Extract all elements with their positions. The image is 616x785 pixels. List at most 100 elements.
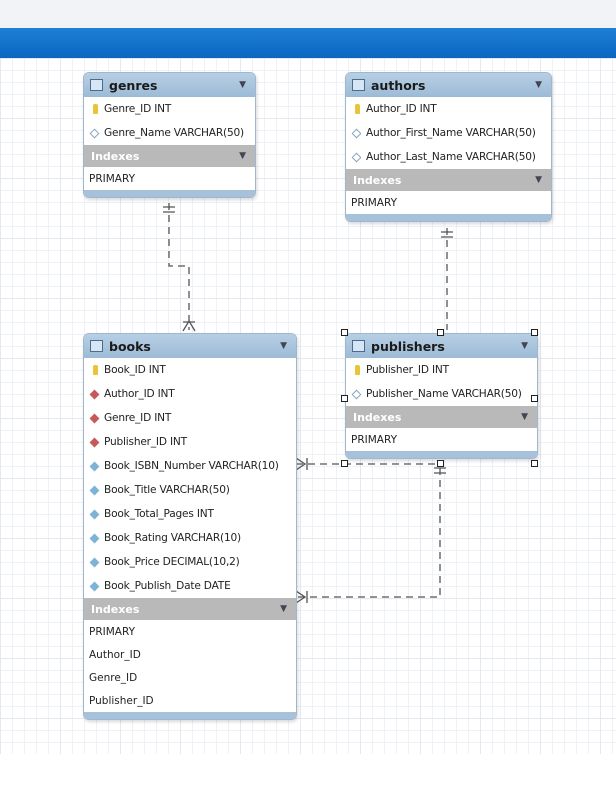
collapse-arrow-icon[interactable]: ▼ — [535, 80, 542, 90]
column-label: Publisher_ID INT — [104, 436, 187, 448]
collapse-arrow-icon[interactable]: ▼ — [521, 341, 528, 351]
resize-handle-middle-right[interactable] — [531, 395, 538, 402]
column-row[interactable]: Author_ID INT — [346, 97, 551, 121]
toolbar-bar — [0, 28, 616, 58]
table-icon — [90, 79, 103, 91]
column-label: Author_First_Name VARCHAR(50) — [366, 127, 536, 139]
column-icon — [351, 389, 362, 399]
column-row[interactable]: Genre_ID INT — [84, 406, 296, 430]
resize-handle-top-left[interactable] — [341, 329, 348, 336]
column-row[interactable]: Publisher_Name VARCHAR(50) — [346, 382, 537, 406]
table-icon — [352, 79, 365, 91]
table-footer — [84, 712, 296, 719]
indexes-header[interactable]: Indexes ▼ — [346, 169, 551, 191]
collapse-arrow-icon[interactable]: ▼ — [521, 412, 528, 422]
column-row[interactable]: Book_Rating VARCHAR(10) — [84, 526, 296, 550]
column-label: Genre_Name VARCHAR(50) — [104, 127, 244, 139]
column-icon — [89, 581, 100, 591]
column-row[interactable]: Genre_ID INT — [84, 97, 255, 121]
indexes-label: Indexes — [353, 173, 402, 187]
column-row[interactable]: Author_Last_Name VARCHAR(50) — [346, 145, 551, 169]
column-label: Book_ISBN_Number VARCHAR(10) — [104, 460, 279, 472]
column-label: Author_Last_Name VARCHAR(50) — [366, 151, 536, 163]
resize-handle-bottom-left[interactable] — [341, 460, 348, 467]
index-row[interactable]: Genre_ID — [89, 671, 138, 684]
table-books[interactable]: books ▼ Book_ID INT Author_ID INT Genre_… — [83, 333, 297, 720]
resize-handle-middle-left[interactable] — [341, 395, 348, 402]
index-row[interactable]: PRIMARY — [89, 172, 136, 185]
column-label: Publisher_Name VARCHAR(50) — [366, 388, 522, 400]
index-row[interactable]: PRIMARY — [351, 433, 398, 446]
column-row[interactable]: Genre_Name VARCHAR(50) — [84, 121, 255, 145]
table-header[interactable]: publishers ▼ — [346, 334, 537, 358]
one-mark-genres — [163, 206, 175, 213]
foreign-key-icon — [89, 413, 100, 423]
index-row[interactable]: PRIMARY — [351, 196, 398, 209]
resize-handle-top-middle[interactable] — [437, 329, 444, 336]
table-authors[interactable]: authors ▼ Author_ID INT Author_First_Nam… — [345, 72, 552, 222]
table-title: books — [109, 338, 151, 354]
indexes-header[interactable]: Indexes▼ — [84, 145, 255, 167]
column-icon — [89, 509, 100, 519]
index-row[interactable]: Author_ID — [89, 648, 141, 661]
column-row[interactable]: Book_Publish_Date DATE — [84, 574, 296, 598]
column-label: Book_Publish_Date DATE — [104, 580, 231, 592]
collapse-arrow-icon[interactable]: ▼ — [280, 341, 287, 351]
column-row[interactable]: Book_Price DECIMAL(10,2) — [84, 550, 296, 574]
collapse-arrow-icon[interactable]: ▼ — [239, 80, 246, 90]
collapse-arrow-icon[interactable]: ▼ — [280, 604, 287, 614]
indexes-label: Indexes — [91, 602, 140, 616]
column-label: Book_Price DECIMAL(10,2) — [104, 556, 240, 568]
column-label: Author_ID INT — [366, 103, 437, 115]
column-row[interactable]: Book_Total_Pages INT — [84, 502, 296, 526]
column-row[interactable]: Publisher_ID INT — [346, 358, 537, 382]
table-title: authors — [371, 77, 426, 93]
primary-key-icon — [93, 104, 98, 114]
table-title: publishers — [371, 338, 445, 354]
collapse-arrow-icon[interactable]: ▼ — [239, 151, 246, 161]
table-publishers[interactable]: publishers ▼ Publisher_ID INT Publisher_… — [345, 333, 538, 459]
index-row[interactable]: PRIMARY — [89, 625, 136, 638]
column-label: Book_ID INT — [104, 364, 166, 376]
table-footer — [346, 214, 551, 221]
indexes-header[interactable]: Indexes ▼ — [84, 598, 296, 620]
collapse-arrow-icon[interactable]: ▼ — [535, 175, 542, 185]
top-band — [0, 0, 616, 28]
column-row[interactable]: Book_Title VARCHAR(50) — [84, 478, 296, 502]
table-header[interactable]: authors ▼ — [346, 73, 551, 97]
indexes-label: Indexes — [353, 410, 402, 424]
index-row[interactable]: Publisher_ID — [89, 694, 154, 707]
table-genres[interactable]: genres ▼ Genre_ID INT Genre_Name VARCHAR… — [83, 72, 256, 198]
column-row[interactable]: Book_ISBN_Number VARCHAR(10) — [84, 454, 296, 478]
column-icon — [89, 485, 100, 495]
column-icon — [351, 128, 362, 138]
column-row[interactable]: Author_First_Name VARCHAR(50) — [346, 121, 551, 145]
table-icon — [352, 340, 365, 352]
column-icon — [89, 533, 100, 543]
table-title: genres — [109, 77, 158, 93]
column-icon — [89, 461, 100, 471]
many-mark-books-top — [182, 319, 196, 332]
column-row[interactable]: Publisher_ID INT — [84, 430, 296, 454]
resize-handle-top-right[interactable] — [531, 329, 538, 336]
column-label: Book_Rating VARCHAR(10) — [104, 532, 241, 544]
column-row[interactable]: Book_ID INT — [84, 358, 296, 382]
primary-key-icon — [93, 365, 98, 375]
table-icon — [90, 340, 103, 352]
primary-key-icon — [355, 365, 360, 375]
column-label: Genre_ID INT — [104, 412, 172, 424]
column-label: Genre_ID INT — [104, 103, 172, 115]
foreign-key-icon — [89, 389, 100, 399]
table-footer — [346, 451, 537, 458]
one-mark-publishers-bottom — [434, 467, 446, 474]
resize-handle-bottom-middle[interactable] — [437, 460, 444, 467]
indexes-header[interactable]: Indexes ▼ — [346, 406, 537, 428]
column-label: Book_Title VARCHAR(50) — [104, 484, 230, 496]
table-header[interactable]: books ▼ — [84, 334, 296, 358]
table-header[interactable]: genres ▼ — [84, 73, 255, 97]
column-icon — [89, 128, 100, 138]
column-label: Author_ID INT — [104, 388, 175, 400]
one-mark-authors — [441, 231, 453, 238]
resize-handle-bottom-right[interactable] — [531, 460, 538, 467]
column-row[interactable]: Author_ID INT — [84, 382, 296, 406]
